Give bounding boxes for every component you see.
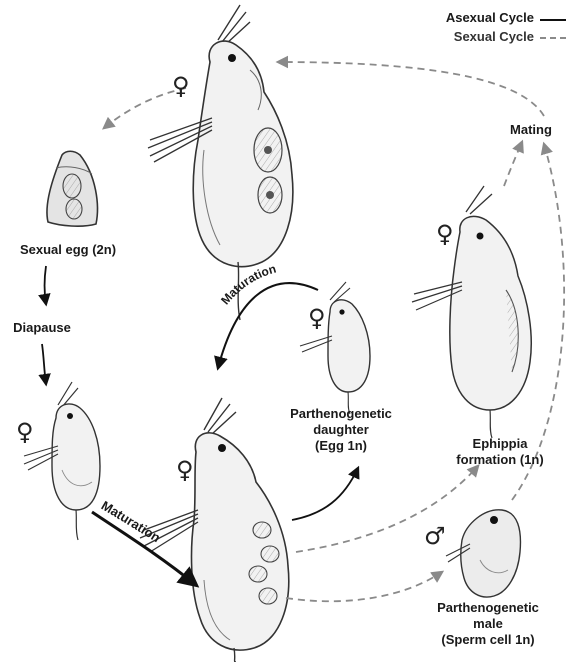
arrow-adult-to-male bbox=[286, 572, 442, 601]
ephippia-formation-label: Ephippia formation (1n) bbox=[440, 436, 560, 468]
male-symbol: ♂ bbox=[424, 524, 446, 548]
legend-asexual-line bbox=[540, 19, 566, 21]
female-symbol-top: ♀ bbox=[172, 74, 190, 98]
parthenogenetic-daughter-label: Parthenogenetic daughter (Egg 1n) bbox=[276, 406, 406, 454]
diapause-label: Diapause bbox=[2, 320, 82, 336]
arrow-egg-to-diapause bbox=[45, 266, 47, 304]
female-symbol-daughter: ♀ bbox=[308, 306, 326, 330]
adult-female-center-illustration bbox=[140, 398, 289, 662]
ephippia-female-illustration bbox=[412, 186, 531, 438]
parthenogenetic-male-label: Parthenogenetic male (Sperm cell 1n) bbox=[420, 600, 556, 648]
female-symbol-ephippia: ♀ bbox=[436, 222, 454, 246]
parthenogenetic-daughter-illustration bbox=[300, 282, 370, 414]
arrow-adult-to-daughter bbox=[292, 468, 358, 520]
maturation-label-top: Maturation bbox=[218, 262, 278, 308]
legend-sexual-line bbox=[540, 37, 566, 39]
female-symbol-juvenile: ♀ bbox=[16, 420, 34, 444]
parthenogenetic-male-illustration bbox=[446, 510, 520, 597]
legend-asexual-label: Asexual Cycle bbox=[446, 10, 534, 25]
sexual-egg-illustration bbox=[47, 151, 97, 226]
arrow-ephippia-to-mating bbox=[504, 142, 522, 186]
legend-sexual-label: Sexual Cycle bbox=[454, 29, 534, 44]
sexual-egg-label: Sexual egg (2n) bbox=[8, 242, 128, 258]
juvenile-female-illustration bbox=[24, 382, 100, 540]
female-symbol-center: ♀ bbox=[176, 458, 194, 482]
mating-label: Mating bbox=[496, 122, 566, 138]
arrow-mating-to-female bbox=[278, 62, 544, 116]
arrow-diapause-to-juvenile bbox=[42, 344, 46, 384]
